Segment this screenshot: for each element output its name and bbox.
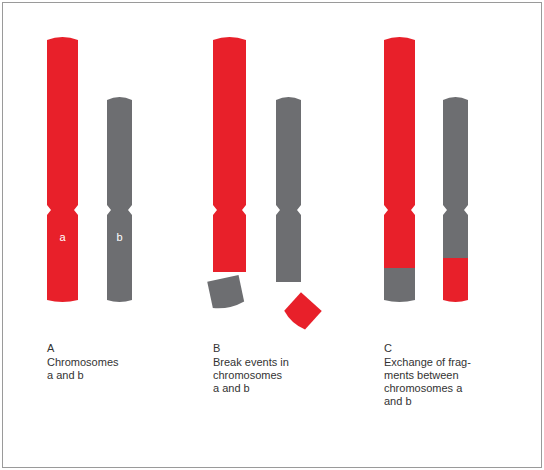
panel-caption: Chromosomes a and b — [47, 356, 124, 382]
chromosome: a — [47, 34, 78, 304]
chromosome-shape — [47, 34, 78, 304]
grey-segment — [384, 268, 415, 302]
chromosome-a-exchanged — [384, 37, 415, 268]
chromosome-label: a — [47, 231, 78, 244]
chromosome-a-broken — [213, 37, 246, 272]
chromosome-body — [47, 37, 78, 302]
red-fragment — [283, 292, 322, 331]
chromosome-b-broken — [276, 97, 301, 282]
chromosome-shape — [107, 94, 132, 304]
panel-letter: C — [384, 342, 424, 355]
panel-caption: Exchange of frag- ments between chromoso… — [384, 356, 474, 408]
chromosome-body — [107, 97, 132, 302]
panel-letter: A — [47, 342, 87, 355]
red-segment — [443, 258, 468, 302]
frame — [3, 3, 542, 468]
panel-letter: B — [213, 342, 253, 355]
chromosome: b — [107, 94, 132, 304]
chromosome-label: b — [107, 231, 132, 244]
panel-caption: Break events in chromosomes a and b — [213, 356, 290, 395]
chromosome-b-exchanged — [443, 97, 468, 258]
grey-fragment — [207, 275, 244, 311]
